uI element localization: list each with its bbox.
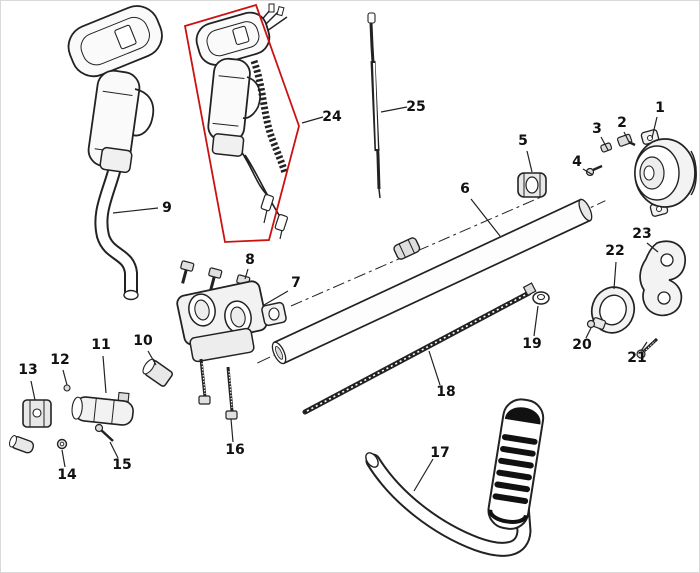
part-1-clutch-housing (634, 129, 697, 217)
leader-line-24 (301, 116, 324, 124)
leader-line-25 (380, 106, 408, 113)
leader-line-13 (30, 380, 36, 401)
part-label-23: 23 (632, 226, 651, 242)
part-5-clamp (517, 172, 547, 198)
part-label-19: 19 (522, 336, 541, 352)
tube-open-end (123, 289, 139, 301)
part-label-7: 7 (291, 275, 301, 291)
leader-line-12 (62, 369, 68, 386)
part-7-bracket (176, 280, 287, 363)
part-label-24: 24 (322, 109, 342, 125)
part-4-screw (585, 164, 603, 177)
shaft-cable-clamp (393, 237, 421, 260)
part-label-14: 14 (57, 467, 77, 483)
leader-line-11 (102, 355, 107, 394)
part-6-shaft-tube (257, 198, 606, 365)
part-18-flex-shaft (302, 282, 537, 415)
part-label-4: 4 (572, 154, 582, 170)
handle-head (195, 11, 271, 66)
throttle-trigger (132, 88, 155, 137)
leader-line-2 (623, 131, 631, 145)
part-13-plug (9, 435, 35, 454)
leader-line-6 (470, 198, 501, 237)
part-label-1: 1 (655, 100, 665, 116)
part-label-2: 2 (617, 115, 627, 131)
leader-line-10 (147, 350, 157, 366)
part-label-17: 17 (430, 445, 449, 461)
part-22-clamp-ring (590, 286, 636, 334)
leader-line-9 (112, 207, 159, 214)
part-label-13: 13 (18, 362, 37, 378)
part-label-8: 8 (245, 252, 255, 268)
part-label-9: 9 (162, 200, 172, 216)
handle-grip (87, 69, 141, 169)
part-label-11: 11 (91, 337, 110, 353)
throttle-cables (240, 150, 280, 216)
leader-line-8 (244, 268, 249, 280)
part-12-screw (63, 384, 71, 392)
part-21-bolt (636, 337, 659, 359)
part-11-clamp-cylinder (71, 391, 134, 426)
part-label-10: 10 (133, 333, 153, 349)
leader-line-5 (526, 150, 533, 173)
tube-open-end (365, 452, 379, 468)
leader-line-15 (109, 441, 119, 459)
part-label-18: 18 (436, 384, 455, 400)
leader-line-7 (263, 290, 289, 306)
part-label-21: 21 (627, 350, 646, 366)
leader-line-22 (613, 261, 617, 290)
part-label-3: 3 (592, 121, 602, 137)
part-label-25: 25 (406, 99, 425, 115)
handle-grip (207, 57, 251, 143)
bracket-side-nut (261, 301, 287, 327)
part-label-12: 12 (50, 352, 69, 368)
part-label-6: 6 (460, 181, 470, 197)
part-14-nut (56, 438, 68, 450)
part-13-block (9, 399, 52, 454)
leader-line-14 (61, 449, 66, 468)
part-24-throttle-handle-cables (183, 3, 300, 243)
throttle-trigger (242, 76, 261, 119)
leader-line-4 (582, 168, 594, 176)
part-25-cable-rod (367, 12, 381, 199)
leader-line-16 (230, 418, 234, 443)
cable-coil-sheath (250, 59, 289, 175)
leader-line-21 (640, 341, 648, 352)
part-label-5: 5 (518, 133, 528, 149)
part-9-throttle-handle (67, 5, 163, 301)
part-15-screw (94, 423, 114, 442)
leader-line-20 (585, 327, 592, 339)
leader-line-1 (651, 116, 658, 139)
handle-head (67, 5, 163, 78)
leader-line-17 (413, 458, 434, 492)
part-19-washer (532, 291, 550, 305)
part-10-spacer (142, 358, 173, 387)
part-2-bolt (616, 133, 636, 147)
leader-line-23 (646, 242, 659, 253)
handle-clamp-base (99, 146, 133, 174)
part-label-20: 20 (572, 337, 592, 353)
part-17-loop-handle (365, 398, 545, 557)
handle-clamp-base (211, 133, 245, 157)
part-16-bolts (198, 358, 238, 420)
part-23-bracket (639, 240, 686, 317)
highlight-outline (183, 3, 300, 243)
assembly-axis-line (290, 196, 542, 307)
leader-line-19 (533, 305, 539, 337)
part-label-15: 15 (112, 457, 131, 473)
leader-line-3 (600, 136, 609, 151)
part-label-22: 22 (605, 243, 624, 259)
part-label-16: 16 (225, 442, 244, 458)
handle-grip (487, 398, 545, 530)
leader-line-18 (428, 350, 441, 386)
part-20-bolt (586, 319, 596, 329)
